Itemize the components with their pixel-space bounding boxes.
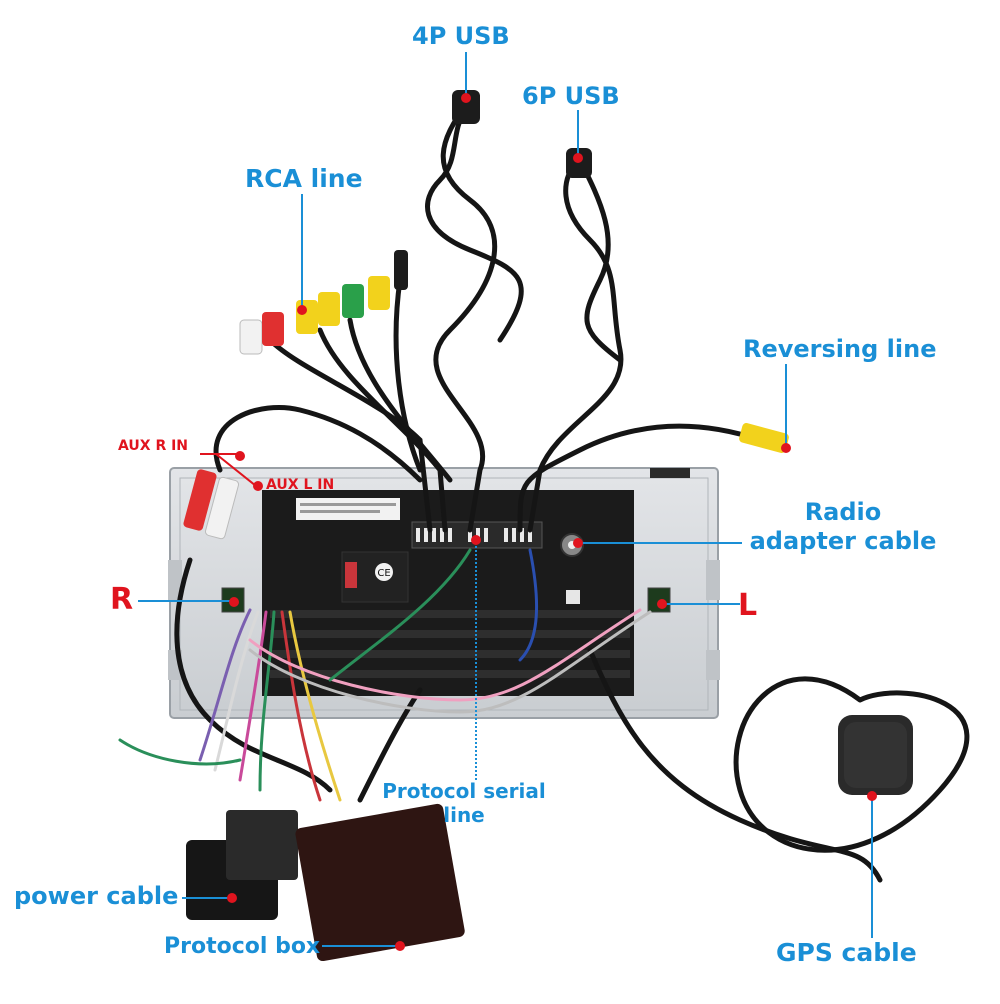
label-reversing-line: Reversing line — [743, 335, 937, 363]
label-6p-usb: 6P USB — [522, 82, 620, 110]
label-radio-line1: Radio — [804, 498, 882, 526]
svg-text:CE: CE — [377, 568, 390, 579]
label-rca-line: RCA line — [245, 164, 363, 193]
label-l: L — [738, 588, 758, 623]
protocol-box-body — [295, 803, 465, 962]
gps-antenna — [838, 715, 913, 795]
label-aux-r-in: AUX R IN — [118, 438, 189, 454]
rca-plugs — [183, 250, 789, 540]
label-power-cable: power cable — [14, 882, 179, 910]
callout-dots — [227, 93, 877, 951]
harness-wires — [118, 548, 652, 802]
red-callout-lines — [200, 453, 257, 487]
label-radio-adapter-cable: Radio adapter cable — [745, 498, 941, 556]
callout-lines — [138, 52, 873, 947]
label-protocol-serial-line1: Protocol serial — [382, 779, 546, 803]
label-protocol-serial-line: Protocol serial line — [378, 779, 550, 827]
label-aux-l-in: AUX L IN — [266, 477, 335, 493]
power-connector — [186, 810, 298, 920]
label-r: R — [110, 582, 134, 617]
label-gps-cable: GPS cable — [776, 938, 917, 967]
black-cables — [174, 102, 970, 883]
label-protocol-serial-line2: line — [443, 803, 485, 827]
label-protocol-box: Protocol box — [164, 934, 321, 959]
label-4p-usb: 4P USB — [412, 22, 510, 50]
usb-plugs — [452, 90, 592, 178]
label-radio-line2: adapter cable — [749, 527, 937, 555]
